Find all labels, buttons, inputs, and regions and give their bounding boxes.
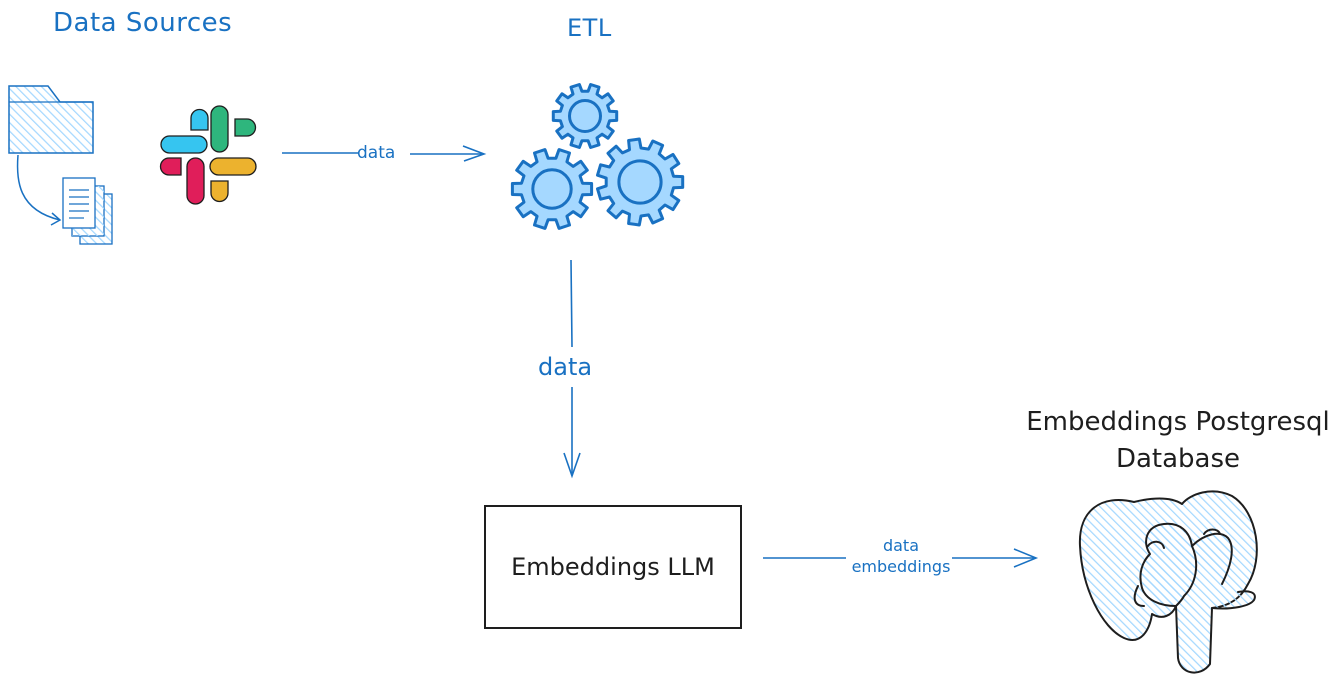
etl-title: ETL — [567, 14, 612, 42]
gear-1-hub — [568, 99, 602, 133]
folder-icon — [8, 85, 94, 154]
database-title-line1: Embeddings Postgresql — [1026, 407, 1330, 437]
edge-label-sources-etl: data — [357, 143, 396, 163]
edge-label-llm-db: data embeddings — [848, 535, 954, 577]
edge-label-llm-db-line2: embeddings — [851, 557, 951, 576]
embeddings-llm-node: Embeddings LLM — [484, 505, 742, 629]
edge-label-etl-llm: data — [538, 353, 593, 381]
arrow-sources-to-etl — [282, 145, 487, 162]
gear-3-hub — [617, 159, 663, 205]
folder-to-documents-arrow — [16, 154, 62, 226]
postgresql-elephant-icon — [1078, 490, 1258, 674]
edge-label-llm-db-line1: data — [882, 536, 920, 555]
slack-logo — [159, 105, 257, 205]
documents-icon — [62, 177, 113, 245]
gear-2-hub — [531, 168, 573, 210]
database-title: Embeddings Postgresql Database — [1018, 404, 1338, 478]
arrow-llm-to-db — [763, 548, 1039, 568]
arrow-etl-to-llm — [563, 259, 581, 479]
data-sources-title: Data Sources — [53, 8, 233, 38]
gears-icon — [510, 83, 685, 230]
database-title-line2: Database — [1115, 444, 1241, 474]
